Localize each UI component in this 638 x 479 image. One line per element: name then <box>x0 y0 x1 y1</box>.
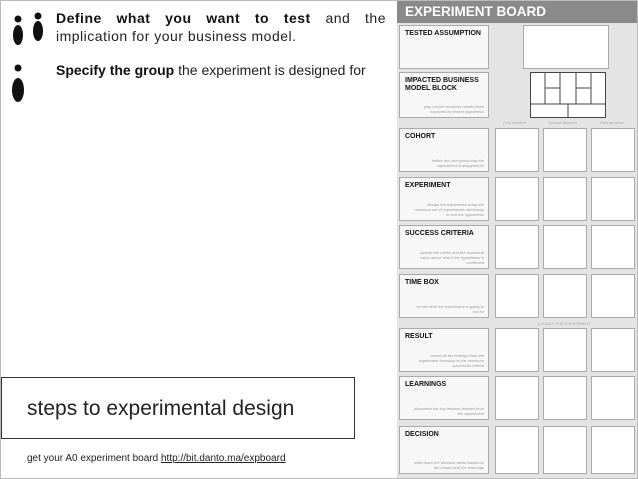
iteration-label-1: First iteration <box>503 120 527 125</box>
board-cell <box>591 274 635 318</box>
board-cell <box>543 376 587 420</box>
board-cell <box>591 177 635 221</box>
board-cell <box>495 274 539 318</box>
footprints-icon <box>13 12 43 45</box>
row-desc: record all the findings from the experim… <box>418 353 484 368</box>
impacted-label: IMPACTED BUSINESS MODEL BLOCK <box>405 77 479 92</box>
row-cohort: COHORT define the user group that the exp… <box>399 128 489 172</box>
row-desc: write down the decision taken based on t… <box>413 460 484 470</box>
board-cell <box>543 177 587 221</box>
board-cell <box>495 376 539 420</box>
row-desc: specify the metric and the numerical val… <box>419 250 484 265</box>
specify-bold-text: Specify the group <box>56 62 175 78</box>
board-cell <box>543 274 587 318</box>
board-cell <box>591 225 635 269</box>
board-title: EXPERIMENT BOARD <box>397 1 637 23</box>
footer: get your A0 experiment board http://bit.… <box>27 453 286 464</box>
board-cell <box>543 225 587 269</box>
define-text: and the implication for your business mo… <box>56 10 386 44</box>
board-cell <box>591 128 635 172</box>
tested-assumption: TESTED ASSUMPTION <box>399 25 489 69</box>
row-desc: set the time the experiment is going to … <box>416 304 484 314</box>
board-cell <box>495 225 539 269</box>
specify-text: the experiment is designed for <box>174 62 366 78</box>
business-model-canvas-icon <box>530 72 606 118</box>
row-desc: define the user group that the experimen… <box>431 158 484 168</box>
caption: steps to experimental design <box>27 397 295 420</box>
board-cell <box>495 128 539 172</box>
row-desc: design the experiment using the minimum … <box>414 202 484 217</box>
caption-box <box>1 377 355 439</box>
row-decision: DECISION write down the decision taken ba… <box>399 426 489 474</box>
board-cell <box>495 426 539 474</box>
board-cell <box>591 376 635 420</box>
tested-assumption-label: TESTED ASSUMPTION <box>405 30 481 37</box>
iteration-label-2: Second iteration <box>548 120 577 125</box>
board-cell <box>543 328 587 372</box>
board-cell <box>543 128 587 172</box>
define-bold-text: Define what you want to test <box>56 10 311 26</box>
row-success-criteria: SUCCESS CRITERIA specify the metric and t… <box>399 225 489 269</box>
footer-text: get your A0 experiment board <box>27 453 161 464</box>
footprint-icon <box>12 64 24 102</box>
board-link[interactable]: http://bit.danto.ma/expboard <box>160 453 286 464</box>
board-cell <box>543 426 587 474</box>
board-cell <box>591 328 635 372</box>
board-cell <box>495 328 539 372</box>
specify-paragraph: Specify the group the experiment is desi… <box>56 61 386 79</box>
iteration-label-3: Third iteration <box>599 120 624 125</box>
row-label: COHORT <box>405 133 436 140</box>
impacted-desc: play out the business model block impact… <box>423 104 484 114</box>
board-cell <box>591 426 635 474</box>
launch-label: LAUNCH THE EXPERIMENT <box>538 321 591 326</box>
impacted-block: IMPACTED BUSINESS MODEL BLOCK play out t… <box>399 72 489 118</box>
row-label: RESULT <box>405 333 433 340</box>
define-paragraph: Define what you want to test and the imp… <box>56 9 386 45</box>
row-label: DECISION <box>405 431 439 438</box>
tested-assumption-pane <box>523 25 609 69</box>
row-time-box: TIME BOX set the time the experiment is g… <box>399 274 489 318</box>
row-label: SUCCESS CRITERIA <box>405 230 474 237</box>
row-label: EXPERIMENT <box>405 182 451 189</box>
row-learnings: LEARNINGS document the key lessons learne… <box>399 376 489 420</box>
board-cell <box>495 177 539 221</box>
experiment-board: EXPERIMENT BOARD TESTED ASSUMPTION IMPAC… <box>397 1 637 478</box>
row-desc: document the key lessons learned from th… <box>414 406 484 416</box>
row-experiment: EXPERIMENT design the experiment using th… <box>399 177 489 221</box>
row-label: TIME BOX <box>405 279 439 286</box>
row-result: RESULT record all the findings from the e… <box>399 328 489 372</box>
row-label: LEARNINGS <box>405 381 447 388</box>
